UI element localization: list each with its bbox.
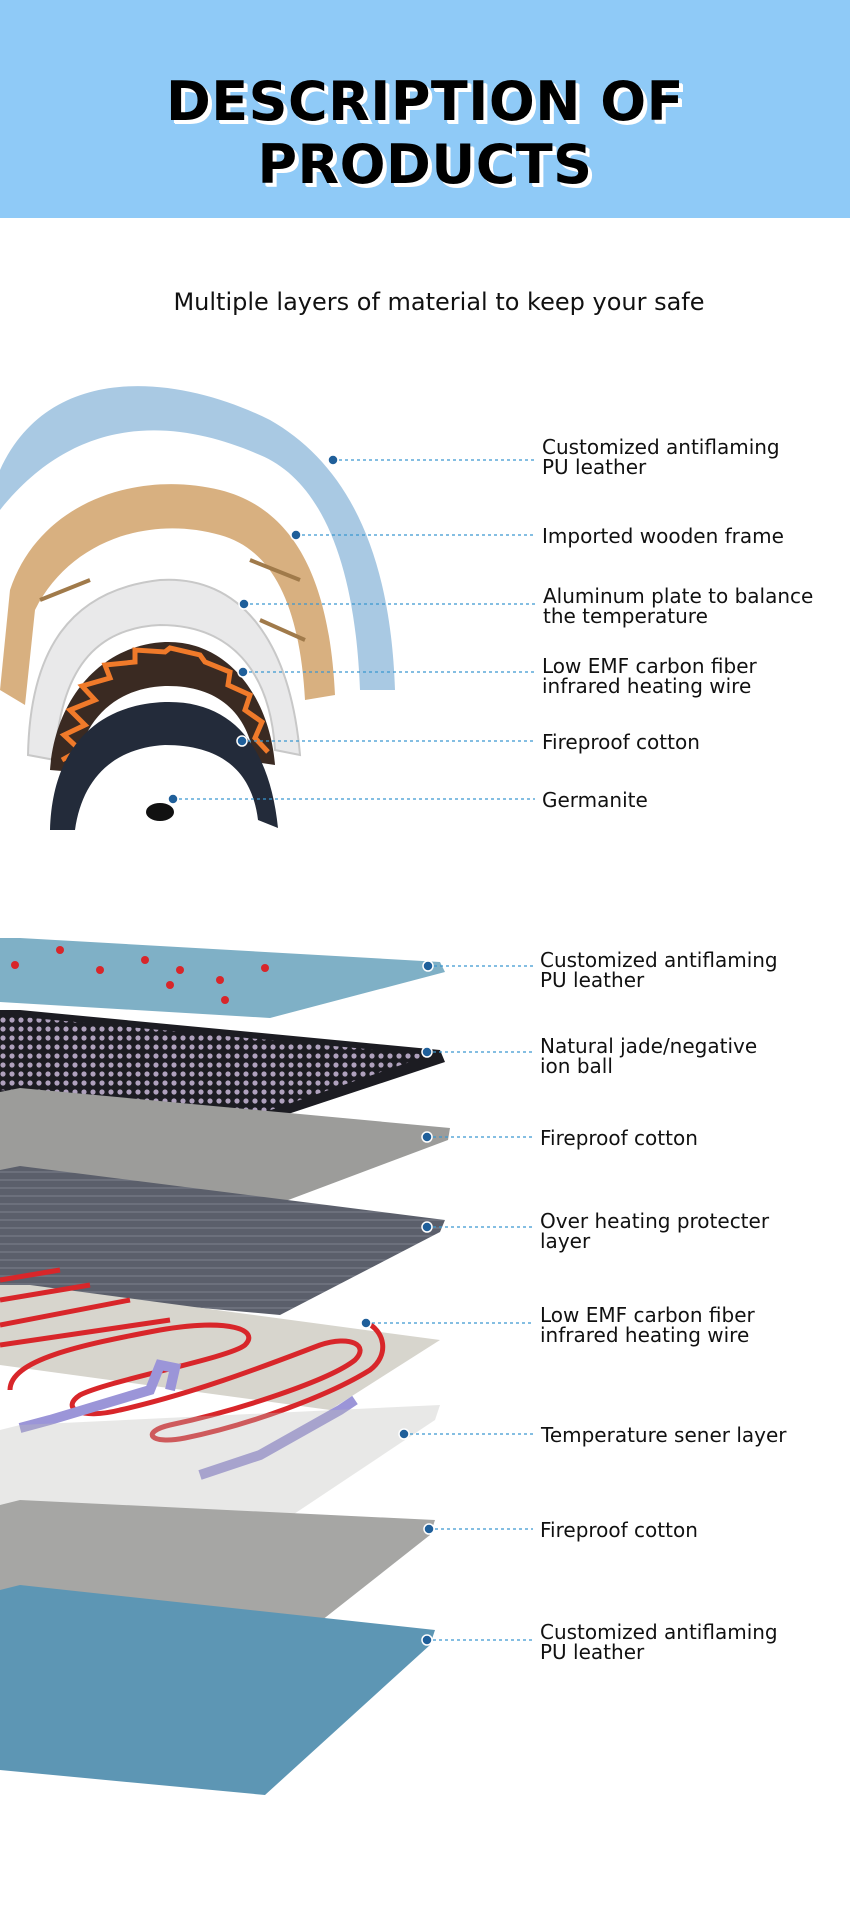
label-line-1: Low EMF carbon fiber bbox=[540, 1303, 755, 1327]
mat-label-heating-wire: Low EMF carbon fiber infrared heating wi… bbox=[540, 1305, 755, 1345]
cushion-label-wooden-frame: Imported wooden frame bbox=[542, 526, 784, 546]
mat-label-fireproof-cotton-1: Fireproof cotton bbox=[540, 1128, 698, 1148]
label-line-1: Natural jade/negative bbox=[540, 1034, 758, 1058]
mat-label-pu-leather-top: Customized antiflaming PU leather bbox=[540, 950, 778, 990]
label-line-1: Low EMF carbon fiber bbox=[542, 654, 757, 678]
cushion-label-germanite: Germanite bbox=[542, 790, 648, 810]
mat-heating-wire-layer bbox=[0, 1285, 440, 1410]
cushion-label-heating-wire: Low EMF carbon fiber infrared heating wi… bbox=[542, 656, 757, 696]
label-line-1: Temperature sener layer bbox=[541, 1423, 787, 1447]
cushion-label-fireproof-cotton: Fireproof cotton bbox=[542, 732, 700, 752]
subtitle: Multiple layers of material to keep your… bbox=[173, 288, 705, 316]
cushion-label-aluminum-plate: Aluminum plate to balance the temperatur… bbox=[543, 586, 813, 626]
label-line-1: Germanite bbox=[542, 788, 648, 812]
mat-label-jade-ion-ball: Natural jade/negative ion ball bbox=[540, 1036, 757, 1076]
label-line-2: infrared heating wire bbox=[540, 1323, 750, 1347]
mat-pu-leather-bottom-layer bbox=[0, 1585, 435, 1795]
label-line-1: Over heating protecter bbox=[540, 1209, 770, 1233]
label-line-2: PU leather bbox=[540, 1640, 645, 1664]
cushion-aluminum-plate-layer bbox=[26, 578, 302, 762]
cushion-pu-leather-layer bbox=[0, 386, 395, 690]
anchor-dot bbox=[237, 666, 249, 678]
label-line-2: ion ball bbox=[540, 1054, 613, 1078]
anchor-dot bbox=[398, 1428, 410, 1440]
cushion-label-pu-leather: Customized antiflaming PU leather bbox=[542, 437, 780, 477]
label-line-2: infrared heating wire bbox=[542, 674, 752, 698]
anchor-dot bbox=[421, 1634, 433, 1646]
anchor-dot bbox=[167, 793, 179, 805]
label-line-1: Imported wooden frame bbox=[542, 524, 784, 548]
anchor-dot bbox=[290, 529, 302, 541]
label-line-2: layer bbox=[540, 1229, 591, 1253]
anchor-dot bbox=[236, 735, 248, 747]
cushion-wooden-frame-layer bbox=[0, 484, 335, 705]
label-line-1: Fireproof cotton bbox=[540, 1126, 698, 1150]
mat-label-temperature-sensor: Temperature sener layer bbox=[541, 1425, 787, 1445]
cushion-germanite-stone bbox=[146, 803, 174, 821]
cushion-illustration bbox=[0, 386, 395, 830]
label-line-2: the temperature bbox=[543, 604, 708, 628]
label-line-1: Fireproof cotton bbox=[540, 1518, 698, 1542]
anchor-dot bbox=[422, 960, 434, 972]
cushion-fireproof-cotton-layer bbox=[50, 701, 278, 830]
label-line-1: Aluminum plate to balance bbox=[543, 584, 814, 608]
mat-label-fireproof-cotton-2: Fireproof cotton bbox=[540, 1520, 698, 1540]
anchor-dot bbox=[423, 1523, 435, 1535]
anchor-dot bbox=[360, 1317, 372, 1329]
label-line-1: Customized antiflaming bbox=[540, 1620, 778, 1644]
anchor-dot bbox=[238, 598, 250, 610]
anchor-dot bbox=[421, 1221, 433, 1233]
label-line-1: Customized antiflaming bbox=[540, 948, 778, 972]
mat-illustration bbox=[0, 938, 450, 1795]
label-line-1: Fireproof cotton bbox=[542, 730, 700, 754]
anchor-dot bbox=[421, 1046, 433, 1058]
label-line-2: PU leather bbox=[542, 455, 647, 479]
label-line-2: PU leather bbox=[540, 968, 645, 992]
mat-temperature-sensor-layer bbox=[0, 1405, 440, 1530]
page-title: DESCRIPTION OF PRODUCTS bbox=[165, 70, 685, 196]
mat-label-pu-leather-bottom: Customized antiflaming PU leather bbox=[540, 1622, 778, 1662]
mat-fireproof-cotton-layer-1 bbox=[0, 1088, 450, 1205]
mat-overheating-protector-layer bbox=[0, 1166, 445, 1315]
header-banner: DESCRIPTION OF PRODUCTS bbox=[0, 0, 850, 218]
mat-label-overheating-protector: Over heating protecter layer bbox=[540, 1211, 769, 1251]
anchor-dot bbox=[327, 454, 339, 466]
label-line-1: Customized antiflaming bbox=[542, 435, 780, 459]
anchor-dot bbox=[421, 1131, 433, 1143]
